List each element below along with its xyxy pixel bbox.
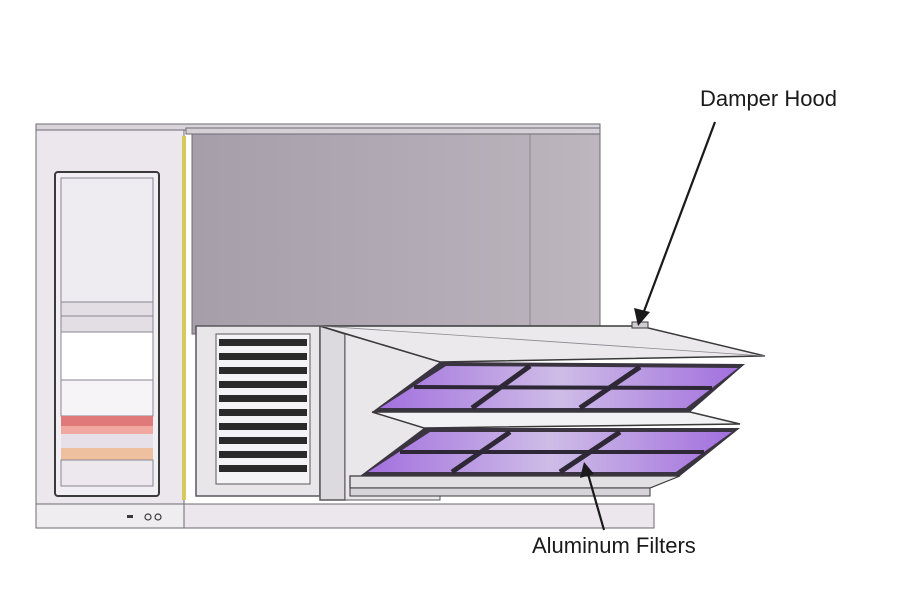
louver-damper: [195, 325, 321, 497]
base-hardware: [127, 513, 162, 521]
damper-hood-label: Damper Hood: [700, 86, 837, 111]
aluminum-filters-arrow: [580, 462, 606, 531]
hood-bottom-lip: [349, 475, 681, 497]
upper-panel: [185, 127, 601, 335]
damper-hood-arrow: [634, 121, 717, 326]
left-access-door: [54, 171, 160, 497]
filter-divider-shelf: [371, 411, 741, 429]
hood-top-lid: [319, 321, 766, 363]
aluminum-filter-upper: [372, 362, 745, 412]
aluminum-filter-lower: [360, 428, 740, 476]
hinge-strip: [182, 136, 186, 500]
aluminum-filters-label: Aluminum Filters: [532, 533, 696, 558]
